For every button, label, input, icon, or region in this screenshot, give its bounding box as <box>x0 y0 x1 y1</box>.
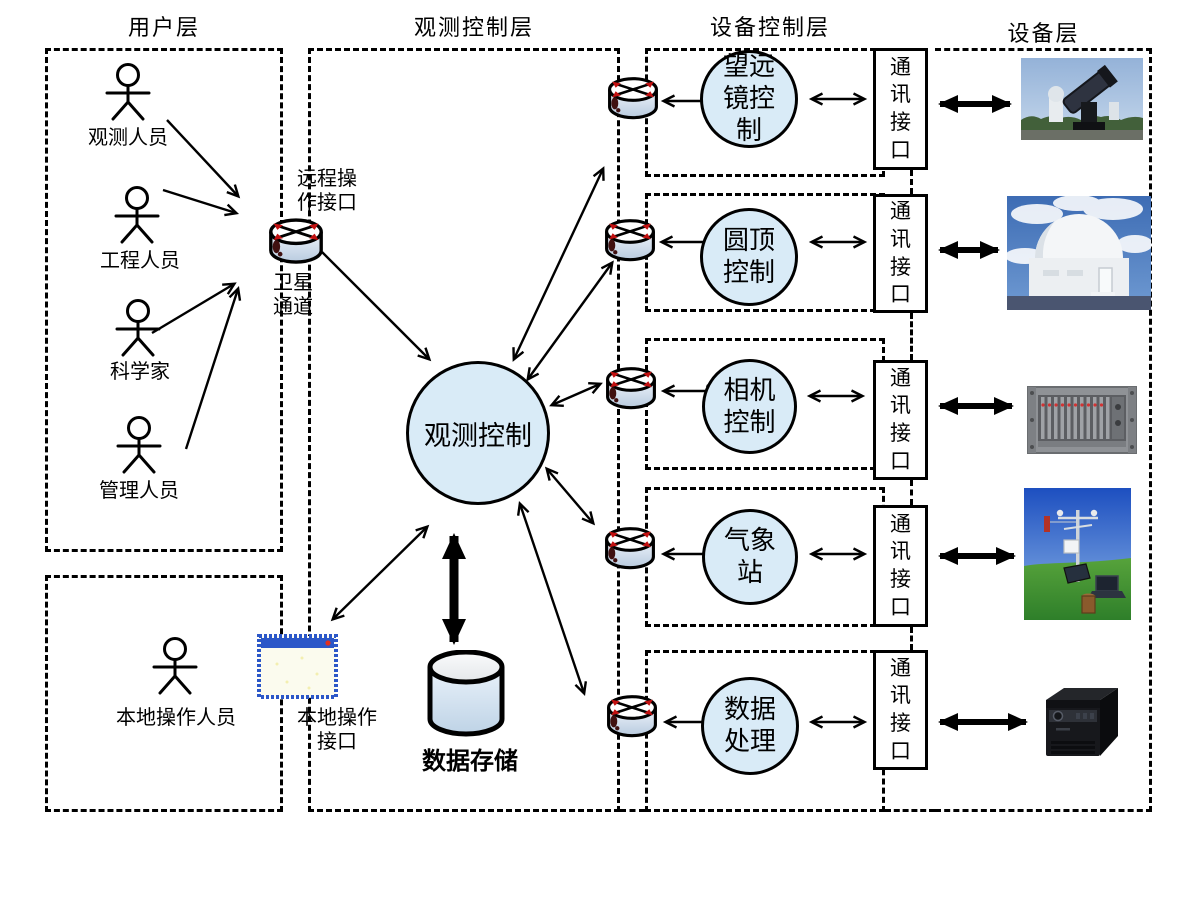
controller-label-dome: 圆顶控制 <box>722 226 775 287</box>
controller-circle-camera: 相机控制 <box>702 359 797 454</box>
actor-label-scientist: 科学家 <box>110 361 170 383</box>
router-icon-weather <box>605 527 655 570</box>
comm-interface-box-3: 通讯接口 <box>873 360 928 480</box>
header-obs-control-layer: 观测控制层 <box>413 15 534 40</box>
controller-circle-weather: 气象站 <box>702 509 798 605</box>
header-device-layer: 设备层 <box>1007 21 1080 46</box>
actor-icon-local-operator <box>152 637 198 695</box>
database-cylinder-icon <box>427 650 505 737</box>
comm-interface-box-5: 通讯接口 <box>873 650 928 770</box>
remote-interface-label: 远程操作接口 <box>297 168 357 214</box>
satellite-channel-label: 卫星通道 <box>273 272 313 318</box>
storage-server-photo <box>1036 678 1129 770</box>
controller-label-weather: 气象站 <box>723 526 776 587</box>
router-icon-dome <box>605 219 655 262</box>
router-icon-telescope <box>608 77 658 120</box>
comm-bus-segment <box>910 480 913 505</box>
local-interface-window-icon <box>257 634 338 699</box>
satellite-router-icon <box>269 218 323 264</box>
controller-circle-data: 数据处理 <box>701 677 799 775</box>
comm-interface-label-5: 通讯接口 <box>890 655 911 763</box>
actor-icon-administrator <box>116 416 162 474</box>
router-icon-camera <box>606 367 656 410</box>
header-user-layer: 用户层 <box>127 15 200 40</box>
actor-icon-scientist <box>115 299 161 357</box>
obs-control-layer-box <box>308 48 620 812</box>
controller-circle-dome: 圆顶控制 <box>700 208 798 306</box>
actor-icon-engineer <box>114 186 160 244</box>
comm-interface-label-4: 通讯接口 <box>890 511 911 619</box>
observatory-dome-photo <box>1007 196 1151 310</box>
bottom-dash-bridge <box>620 809 645 812</box>
comm-interface-box-2: 通讯接口 <box>873 194 928 313</box>
actor-label-engineer: 工程人员 <box>100 250 180 272</box>
local-interface-label: 本地操作接口 <box>297 707 377 753</box>
actor-icon-observer <box>105 63 151 121</box>
device-layer-box <box>935 48 1152 812</box>
controller-circle-telescope: 望远镜控制 <box>700 50 798 148</box>
controller-label-telescope: 望远镜控制 <box>722 52 775 145</box>
actor-label-observer: 观测人员 <box>88 127 168 149</box>
comm-interface-box-4: 通讯接口 <box>873 505 928 627</box>
comm-interface-label-1: 通讯接口 <box>890 54 911 162</box>
camera-electronics-rack-photo <box>1022 383 1142 457</box>
controller-label-camera: 相机控制 <box>723 375 776 437</box>
comm-bus-segment <box>910 313 913 360</box>
controller-label-data: 数据处理 <box>723 695 776 756</box>
data-storage-label: 数据存储 <box>422 749 518 775</box>
comm-interface-label-2: 通讯接口 <box>890 199 911 307</box>
comm-interface-box-1: 通讯接口 <box>873 48 928 170</box>
actor-label-local-operator: 本地操作人员 <box>116 707 236 729</box>
obs-control-label: 观测控制 <box>424 420 532 451</box>
comm-bus-segment <box>910 170 913 194</box>
actor-label-administrator: 管理人员 <box>99 480 179 502</box>
user-layer-box <box>45 48 283 552</box>
header-device-control-layer: 设备控制层 <box>709 15 830 40</box>
router-icon-data <box>607 695 657 738</box>
telescope-photo <box>1021 58 1143 140</box>
weather-station-photo <box>1024 488 1131 620</box>
obs-control-circle: 观测控制 <box>406 361 550 505</box>
comm-interface-label-3: 通讯接口 <box>890 365 911 473</box>
bottom-dash-bridge <box>885 809 935 812</box>
comm-bus-segment <box>910 627 913 650</box>
